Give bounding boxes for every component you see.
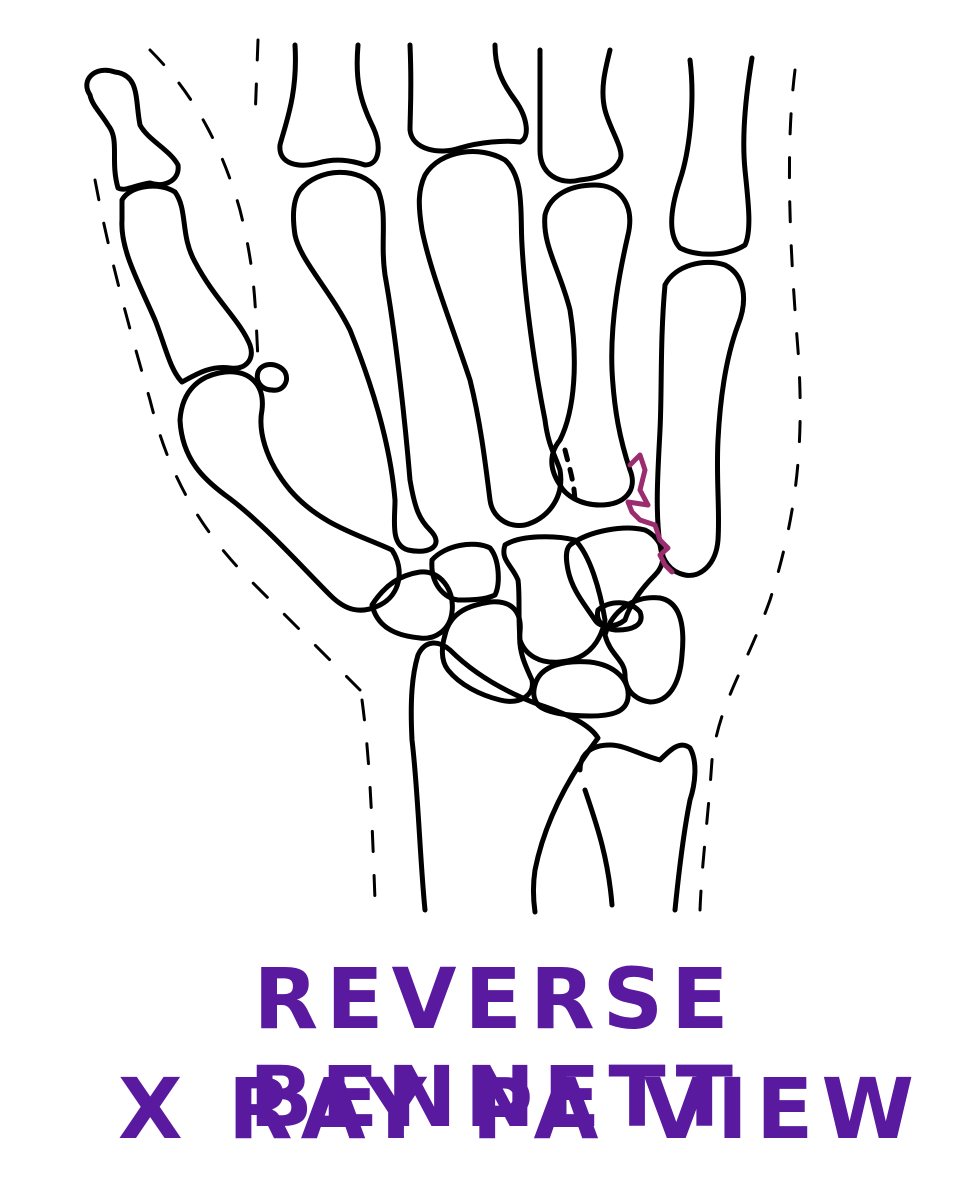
caption-title-line-1: REVERSE BENNETT xyxy=(249,950,741,1146)
little-metacarpal xyxy=(654,259,747,578)
forearm-bones xyxy=(408,640,698,915)
radius-ulna-gap xyxy=(582,787,615,908)
index-metacarpal xyxy=(290,169,439,554)
middle-finger-bones xyxy=(407,42,564,528)
hamate xyxy=(563,525,666,629)
little-finger-bones xyxy=(654,55,755,578)
ring-metacarpal-base-dashed xyxy=(562,447,578,508)
fracture-proximal-segment xyxy=(625,452,675,575)
ring-metacarpal xyxy=(542,182,635,508)
little-proximal-phalanx-base xyxy=(669,55,755,257)
pisiform xyxy=(594,600,644,633)
index-finger-bones xyxy=(277,42,439,554)
thumb-proximal-phalanx xyxy=(119,183,254,385)
trapezium xyxy=(369,569,455,641)
thumb-metacarpal xyxy=(177,369,402,613)
carpal-bones xyxy=(369,525,686,719)
thumb-bones xyxy=(84,67,402,613)
radius xyxy=(408,640,601,915)
fracture-line xyxy=(625,452,675,575)
trapezoid xyxy=(429,541,501,603)
ulna xyxy=(577,742,698,913)
triquetrum xyxy=(602,595,686,705)
middle-proximal-phalanx-base xyxy=(407,42,529,154)
middle-metacarpal xyxy=(416,149,564,528)
ring-proximal-phalanx-base xyxy=(537,47,624,184)
ring-finger-bones xyxy=(537,47,635,508)
index-proximal-phalanx-base xyxy=(277,42,381,168)
soft-tissue-outline xyxy=(93,38,802,912)
thumb-distal-phalanx xyxy=(84,67,181,192)
scaphoid xyxy=(439,599,535,704)
caption-title-line-2: X RAY PA VIEW xyxy=(117,1060,923,1158)
sesamoid xyxy=(254,362,289,393)
